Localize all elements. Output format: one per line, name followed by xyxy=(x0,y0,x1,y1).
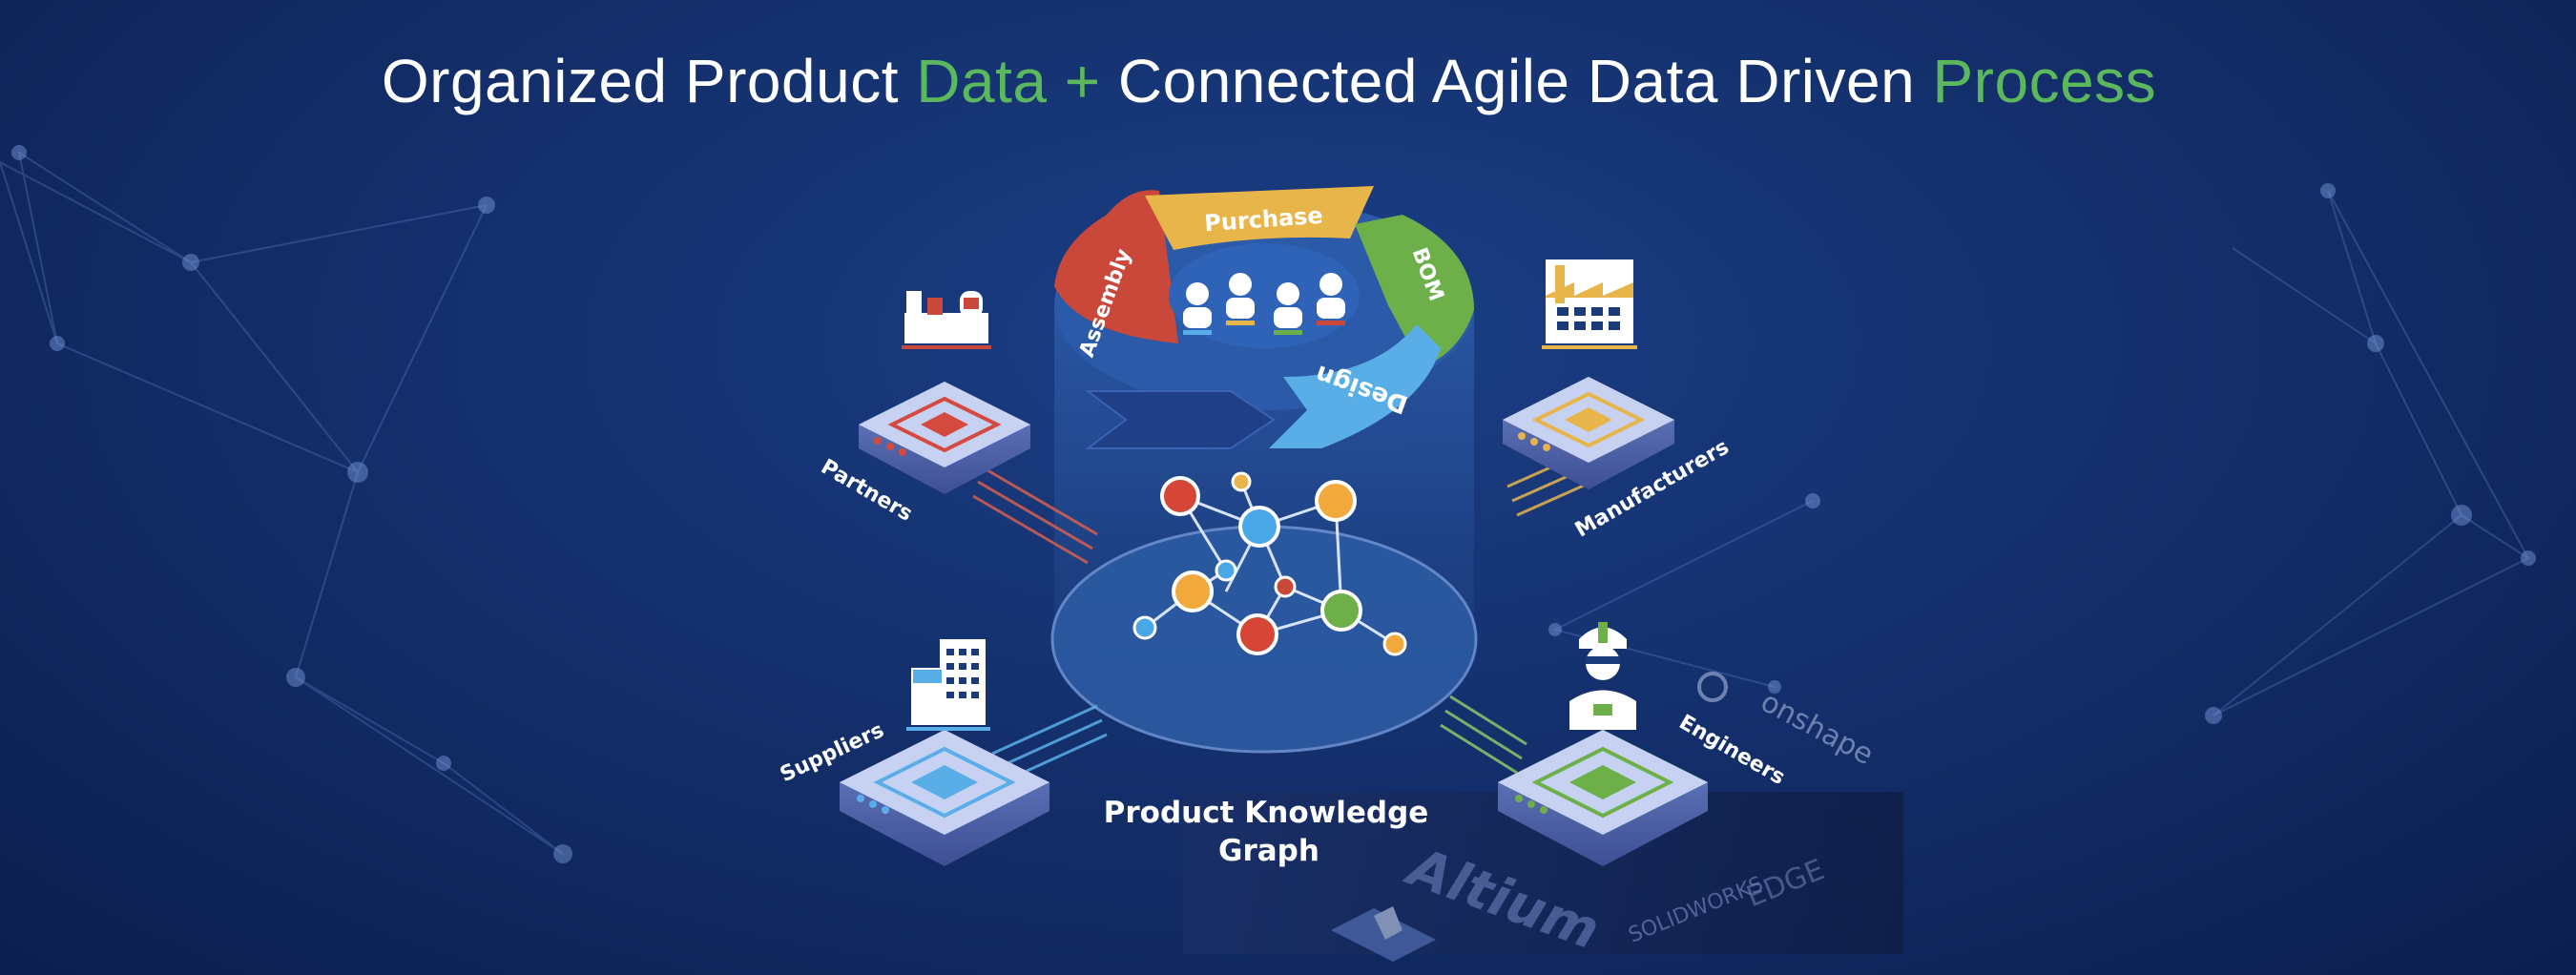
manufacturers-node xyxy=(1503,377,1674,489)
people-group-icon xyxy=(1169,243,1360,348)
graph-node xyxy=(1238,506,1280,548)
assembly-arrow xyxy=(1054,190,1178,343)
process-cycle: Purchase BOM Design Assembly xyxy=(1054,186,1474,449)
partners-node xyxy=(859,382,1030,494)
graph-node xyxy=(1236,613,1278,655)
purchase-arrow xyxy=(1145,186,1374,250)
title-part-3: Connected Agile Data Driven xyxy=(1117,47,1933,115)
bom-arrow xyxy=(1355,215,1474,367)
title-part-4: Process xyxy=(1932,47,2157,115)
graph-node xyxy=(1215,559,1237,582)
graph-node xyxy=(1382,632,1407,656)
title-part-2: Data + xyxy=(916,47,1118,115)
graph-node xyxy=(1132,615,1157,640)
design-arrow xyxy=(1269,324,1441,448)
graph-node xyxy=(1172,570,1214,612)
graph-node xyxy=(1320,590,1362,632)
factory-icon xyxy=(1542,259,1637,349)
process-chevron xyxy=(1085,390,1276,449)
knowledge-graph-title-line1: Product Knowledge xyxy=(1104,796,1429,830)
graph-node xyxy=(1160,476,1200,516)
suppliers-node xyxy=(840,730,1049,866)
onshape-logo-text: onshape xyxy=(1755,685,1879,772)
fusion-logo-icon xyxy=(1331,906,1436,962)
page-title: Organized Product Data + Connected Agile… xyxy=(0,46,2538,116)
knowledge-graph-network xyxy=(1132,471,1407,656)
engineers-node xyxy=(1498,730,1708,866)
graph-node xyxy=(1315,480,1357,522)
graph-node xyxy=(1274,575,1297,598)
engineer-icon xyxy=(1569,622,1636,730)
title-part-1: Organized Product xyxy=(381,47,917,115)
knowledge-graph-title-line2: Graph xyxy=(1218,834,1319,868)
industrial-plant-icon xyxy=(902,291,991,349)
connection-lines xyxy=(972,446,1604,784)
office-building-icon xyxy=(906,639,990,731)
graph-node xyxy=(1231,471,1252,492)
